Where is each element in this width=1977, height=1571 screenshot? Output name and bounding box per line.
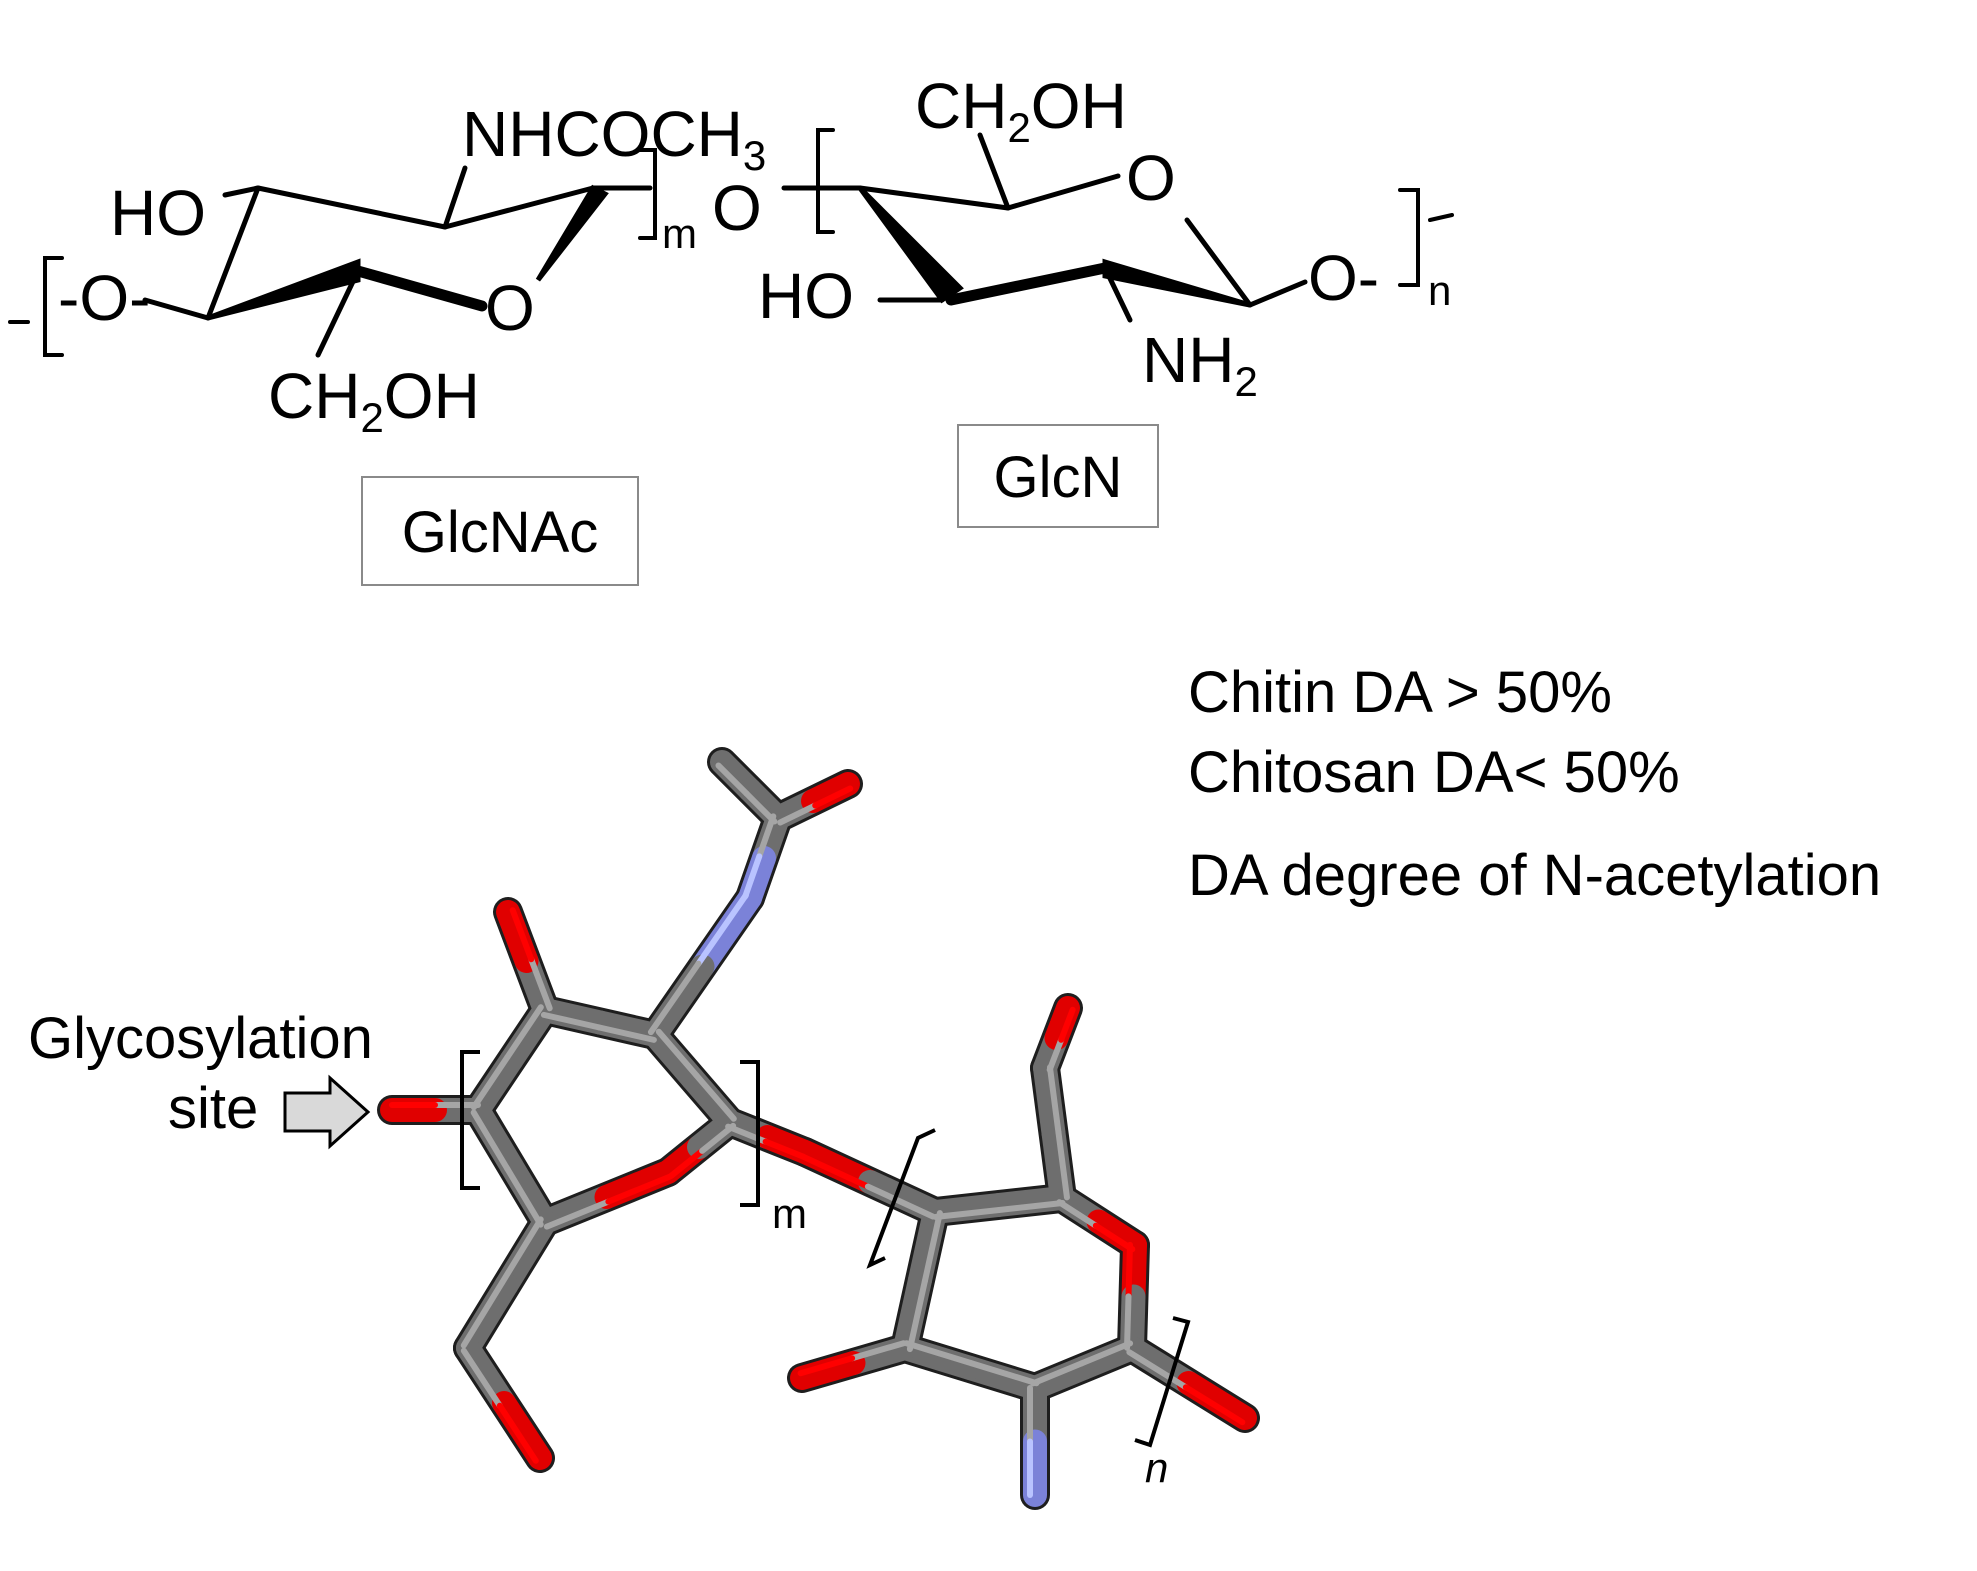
bond-me-ca-shine-b	[743, 790, 778, 825]
bond-c3-c2-shine-b	[595, 1024, 657, 1043]
bond-c6-o6-half-b	[492, 1391, 552, 1470]
bond-r5-c6r-shine-b	[1046, 1064, 1062, 1136]
m-index-top: m	[662, 210, 697, 257]
bond-r3-o3r-half-b	[790, 1351, 866, 1390]
o-link-right: O-	[1308, 242, 1379, 314]
bond-c3-o3-shine-b	[509, 907, 535, 963]
bond-n1-c2-shine-b	[647, 960, 702, 1036]
bond-c6-o6-shine-b	[496, 1402, 539, 1464]
glcn-box: GlcN	[957, 424, 1159, 528]
bond-c5-c6-shine-a	[499, 1216, 544, 1286]
bond-c1-c2-shine-b	[655, 1028, 700, 1079]
bond-r5-or5-shine-a	[1056, 1199, 1099, 1229]
glcn-ring	[781, 132, 1308, 323]
nh2-label: NH2	[1142, 324, 1258, 405]
glycosidic-o: O	[712, 172, 762, 244]
ring-o-left: O	[485, 272, 535, 344]
bond-ob-r4-shine-b	[864, 1183, 936, 1220]
bond-me-ca-shine-a	[715, 762, 750, 797]
bond-n1-c2-shine-a	[695, 892, 749, 967]
note-chitosan: Chitosan DA< 50%	[1188, 740, 1680, 805]
bond-n1-c2-half-a	[690, 886, 762, 979]
model-brackets	[460, 1050, 1191, 1448]
glycosylation-arrow-icon	[283, 1074, 371, 1150]
bond-o5-c1-shine-b	[699, 1122, 737, 1154]
bond-c6r-o6r-shine-b	[1058, 1006, 1076, 1043]
ho-label-right: HO	[758, 260, 854, 332]
bond-c5-o5-shine-b	[605, 1173, 673, 1205]
bond-r2-r3-shine-a	[968, 1360, 1040, 1387]
bond-r3-r4-half-b	[908, 1200, 947, 1292]
bond-c4-c5-shine-a	[470, 1109, 511, 1172]
bond-c1-c2-half-b	[643, 1023, 705, 1091]
note-chitin: Chitin DA > 50%	[1188, 660, 1612, 725]
ring-o-right: O	[1126, 142, 1176, 214]
bond-ob-r4-shine-a	[799, 1153, 871, 1190]
bond-c6-o6-shine-a	[460, 1347, 503, 1409]
glycosylation-label-line2: site	[168, 1076, 258, 1141]
bond-r5-c6r-shine-a	[1055, 1129, 1070, 1201]
n-index-model: n	[1145, 1444, 1168, 1491]
bond-n1-c2-half-b	[643, 954, 715, 1047]
bond-r1-o1-shine-a	[1126, 1349, 1189, 1391]
formula-brackets	[8, 128, 1454, 357]
bond-r1-r2-shine-a	[1078, 1340, 1134, 1367]
bond-r2-r3-shine-b	[903, 1340, 975, 1367]
glcnac-ring	[142, 165, 653, 358]
ch2oh-left: CH2OH	[268, 360, 480, 441]
bond-or5-r1-shine-b	[1124, 1293, 1132, 1351]
da-notes: Chitin DA > 50% Chitosan DA< 50% DA degr…	[1188, 660, 1881, 908]
bond-c6r-o6r-shine-a	[1046, 1036, 1065, 1073]
bond-o5-c1-shine-a	[668, 1147, 706, 1179]
ho-label-left: HO	[110, 177, 206, 249]
bond-r1-r2-shine-b	[1030, 1360, 1085, 1387]
stick-model	[377, 747, 1260, 1510]
bond-c3-c4-shine-b	[470, 1054, 511, 1111]
bond-r4-r5-shine-a	[932, 1206, 1003, 1220]
bond-c3-c2-shine-a	[540, 1011, 602, 1031]
bond-c5-c6-half-b	[456, 1273, 519, 1360]
bond-c1-c2-shine-a	[693, 1072, 737, 1122]
bond-c3-o3-half-b	[496, 900, 539, 973]
bond-r3-o3r-shine-b	[797, 1355, 856, 1377]
bond-r5-or5-shine-b	[1092, 1222, 1136, 1253]
glycosylation-label-line1: Glycosylation	[28, 1006, 373, 1071]
bond-c3-o3-shine-a	[528, 956, 553, 1012]
n-index-top: n	[1428, 267, 1451, 314]
bond-r3-o3r-shine-a	[849, 1340, 907, 1362]
ch2oh-right: CH2OH	[915, 70, 1127, 151]
bond-ca-oc-half-b	[801, 772, 860, 813]
glcnac-label: GlcNAc	[402, 500, 599, 565]
glcnac-box: GlcNAc	[361, 476, 639, 586]
bond-r4-r5-shine-b	[996, 1199, 1066, 1213]
bond-c5-c6-shine-b	[460, 1279, 506, 1349]
glcn-label: GlcN	[994, 445, 1123, 510]
m-index-model: m	[772, 1190, 807, 1237]
bond-r1-o1-half-b	[1176, 1371, 1257, 1430]
bond-r1-o1-shine-b	[1182, 1384, 1246, 1426]
note-da-definition: DA degree of N-acetylation	[1188, 843, 1881, 908]
bond-c3-c4-shine-a	[504, 1004, 544, 1061]
o-link-left: -O-	[58, 262, 150, 334]
bond-ca-n1-shine-b	[742, 853, 763, 900]
bond-ca-oc-shine-a	[777, 802, 819, 826]
bond-r3-r4-shine-b	[921, 1210, 943, 1285]
bond-c5-o5-shine-a	[543, 1198, 612, 1230]
bond-c1-ob-shine-b	[762, 1138, 807, 1160]
bond-r3-r4-shine-a	[906, 1278, 928, 1353]
bond-c6r-o6r-half-b	[1044, 996, 1080, 1050]
nhcoch3-label: NHCOCH3	[462, 98, 766, 179]
bond-c4-c5-shine-b	[504, 1165, 544, 1228]
bond-or5-r1-shine-a	[1125, 1241, 1134, 1300]
structural-formula	[8, 128, 1454, 358]
bond-ca-n1-shine-a	[756, 813, 777, 860]
bond-c5-c6-half-a	[494, 1210, 557, 1297]
bond-ca-oc-shine-b	[812, 785, 854, 809]
